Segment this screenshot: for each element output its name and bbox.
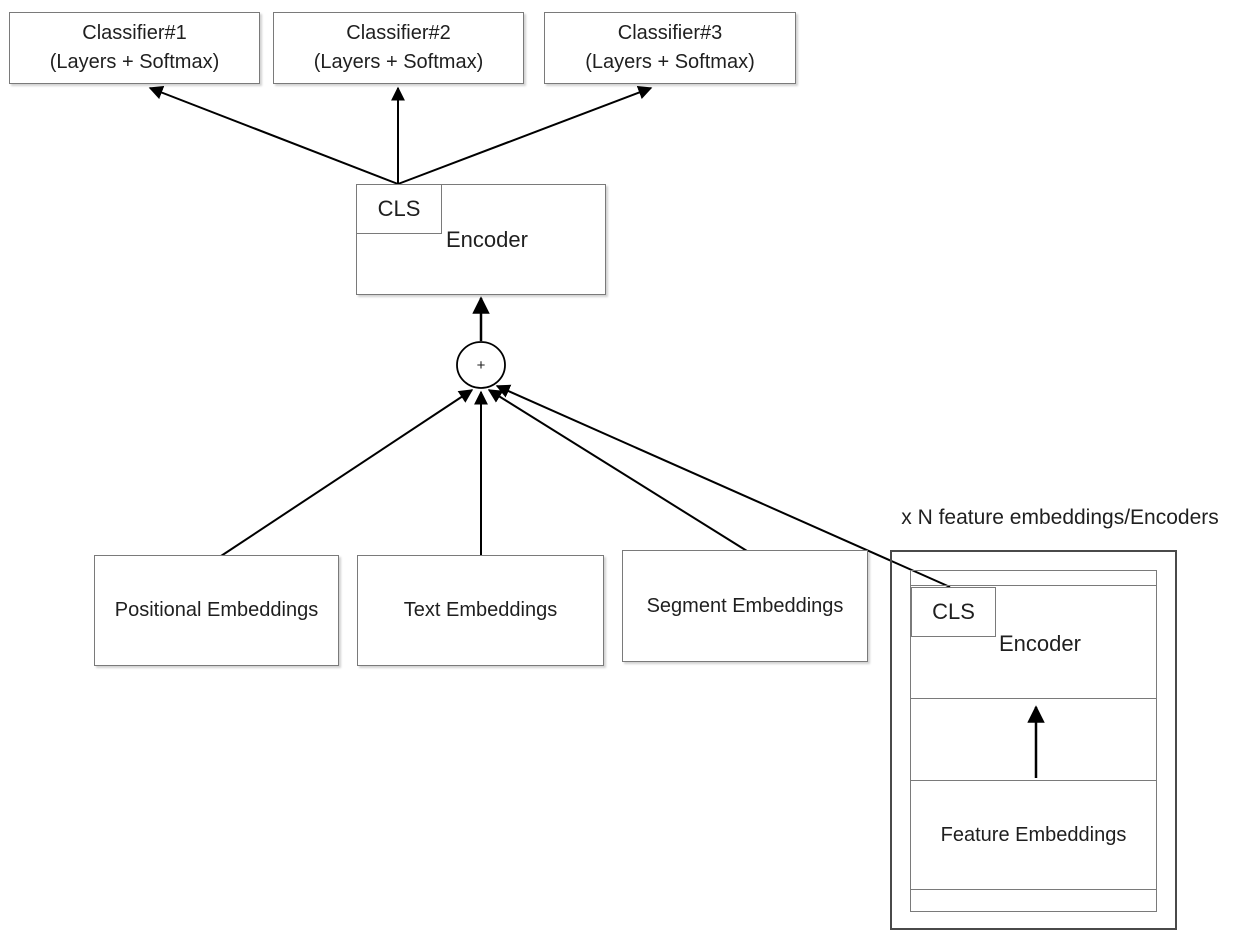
feature-embeddings-box: Feature Embeddings (910, 780, 1157, 890)
segment-embeddings-box: Segment Embeddings (622, 550, 868, 662)
feature-module-caption: x N feature embeddings/Encoders (901, 506, 1219, 529)
segment-to-sum-arrow (487, 389, 748, 552)
arrow-to-classifier-1 (148, 86, 399, 185)
sum-node-circle (456, 341, 506, 389)
feature-cls-label: CLS (932, 599, 975, 624)
encoder-to-classifier-arrows (148, 85, 653, 185)
segment-embeddings-label: Segment Embeddings (646, 594, 844, 617)
feature-module-inner-frame (910, 570, 1157, 912)
feature-encoder-box (910, 585, 1157, 699)
sum-node-plus: + (457, 342, 505, 388)
classifier-3-title: Classifier#3 (617, 22, 723, 44)
plus-symbol: + (476, 356, 486, 374)
classifier-2-subtitle: (Layers + Softmax) (313, 51, 484, 73)
positional-to-sum-arrow (220, 389, 474, 557)
feature-cls-box: CLS (911, 587, 996, 637)
classifier-2-box: Classifier#2 (Layers + Softmax) (273, 12, 524, 84)
classifier-3-subtitle: (Layers + Softmax) (585, 51, 755, 73)
cls-label: CLS (377, 196, 421, 221)
classifier-1-box: Classifier#1 (Layers + Softmax) (9, 12, 260, 84)
feature-module-outer-box (890, 550, 1177, 930)
feature-encoder-to-sum-arrow (495, 384, 951, 588)
arrow-to-classifier-3 (397, 85, 653, 185)
cls-box: CLS (356, 184, 442, 234)
positional-embeddings-box: Positional Embeddings (94, 555, 339, 666)
classifier-3-box: Classifier#3 (Layers + Softmax) (544, 12, 796, 84)
classifier-1-title: Classifier#1 (82, 22, 187, 44)
positional-embeddings-label: Positional Embeddings (114, 599, 319, 621)
classifier-1-subtitle: (Layers + Softmax) (49, 51, 220, 73)
embedding-to-sum-arrows (220, 384, 951, 588)
encoder-label: Encoder (446, 227, 528, 252)
text-embeddings-box: Text Embeddings (357, 555, 604, 666)
classifier-2-title: Classifier#2 (346, 22, 451, 44)
text-embeddings-label: Text Embeddings (403, 599, 558, 621)
feature-embeddings-label: Feature Embeddings (940, 823, 1127, 846)
feature-encoder-label: Encoder (999, 631, 1081, 656)
